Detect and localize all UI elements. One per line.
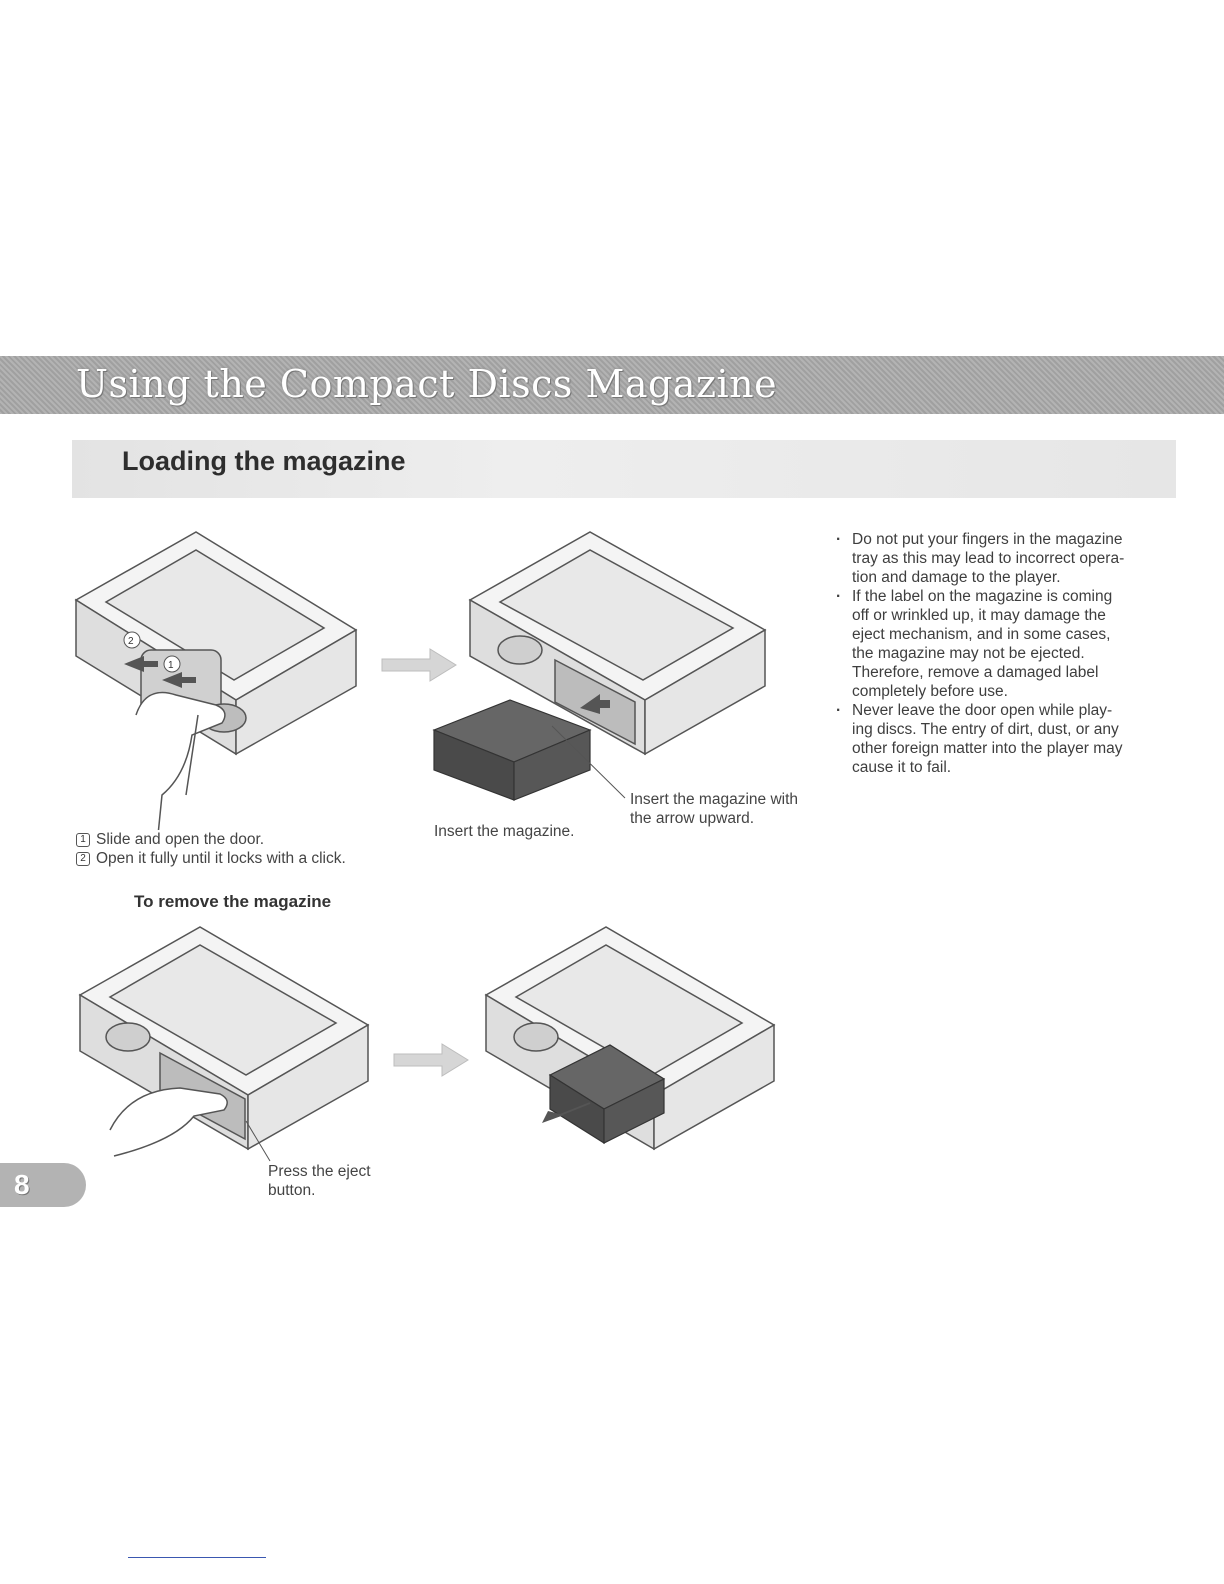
section-band	[72, 440, 1176, 498]
note-3-line-1: Never leave the door open while play-	[852, 702, 1113, 719]
note-1-line-1: Do not put your fingers in the magazine	[852, 531, 1123, 548]
note-2-line-3: eject mechanism, and in some cases,	[852, 626, 1111, 643]
insert-caption: Insert the magazine.	[434, 823, 575, 840]
step-2: 2 Open it fully until it locks with a cli…	[76, 849, 346, 868]
step-1-text: Slide and open the door.	[96, 831, 265, 848]
title-band	[0, 356, 1224, 414]
step-1: 1 Slide and open the door.	[76, 830, 346, 849]
note-1-line-2: tray as this may lead to incorrect opera…	[852, 550, 1125, 567]
note-2-line-4: the magazine may not be ejected.	[852, 645, 1085, 662]
open-door-illustration: 2 1	[74, 531, 358, 830]
note-2-line-2: off or wrinkled up, it may damage the	[852, 607, 1106, 624]
remove-heading: To remove the magazine	[134, 892, 332, 911]
eject-button-illustration	[78, 926, 370, 1162]
note-1-line-3: tion and damage to the player.	[852, 569, 1061, 586]
page-number-tab	[0, 1163, 86, 1207]
note-item: Do not put your fingers in the magazine …	[834, 530, 1184, 587]
right-arrow-icon	[381, 648, 457, 682]
note-3-line-2: ing discs. The entry of dirt, dust, or a…	[852, 721, 1119, 738]
svg-text:2: 2	[128, 636, 134, 647]
arrow-caption-line-2: the arrow upward.	[630, 810, 755, 827]
section-heading: Loading the magazine	[122, 446, 406, 476]
svg-text:1: 1	[168, 660, 174, 671]
note-2-line-1: If the label on the magazine is coming	[852, 588, 1113, 605]
notes-list: Do not put your fingers in the magazine …	[834, 530, 1184, 777]
page-number: 8	[14, 1169, 30, 1200]
arrow-caption: Insert the magazine with the arrow upwar…	[630, 790, 798, 828]
eject-caption-line-1: Press the eject	[268, 1163, 371, 1180]
ejected-magazine-illustration	[484, 926, 776, 1151]
step-1-number: 1	[76, 832, 90, 847]
page-title: Using the Compact Discs Magazine	[76, 362, 778, 406]
arrow-caption-line-1: Insert the magazine with	[630, 791, 799, 808]
note-item: Never leave the door open while play- in…	[834, 701, 1184, 777]
note-item: If the label on the magazine is coming o…	[834, 587, 1184, 701]
note-3-line-3: other foreign matter into the player may	[852, 740, 1123, 757]
note-2-line-6: completely before use.	[852, 683, 1008, 700]
eject-caption-line-2: button.	[268, 1182, 316, 1199]
right-arrow-icon	[393, 1043, 469, 1077]
step-2-number: 2	[76, 851, 90, 866]
insert-magazine-illustration	[432, 531, 767, 801]
note-2-line-5: Therefore, remove a damaged label	[852, 664, 1099, 681]
note-3-line-4: cause it to fail.	[852, 759, 952, 776]
step-list: 1 Slide and open the door. 2 Open it fully…	[76, 830, 346, 868]
step-2-text: Open it fully until it locks with a clic…	[96, 850, 346, 867]
footer-rule	[128, 1557, 266, 1558]
eject-caption: Press the eject button.	[268, 1162, 371, 1200]
